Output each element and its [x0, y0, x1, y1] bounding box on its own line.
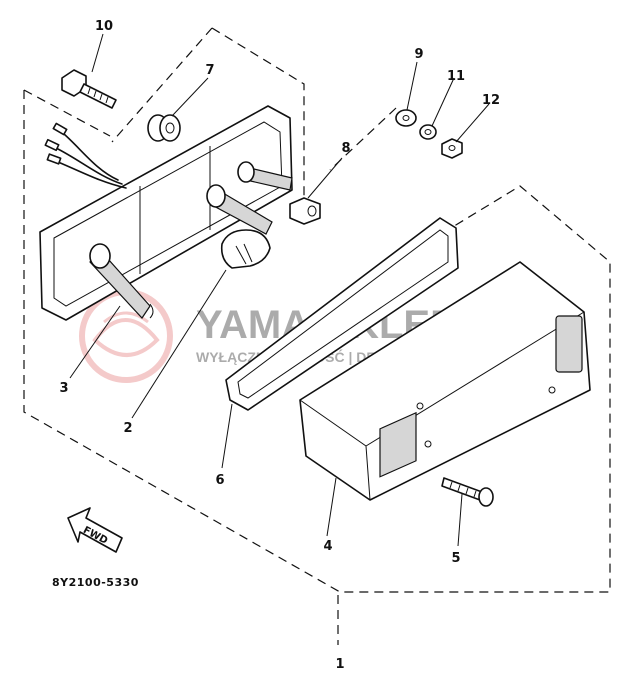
bolt-part	[61, 69, 117, 109]
callout-12: 12	[482, 93, 500, 108]
callout-11: 11	[447, 69, 465, 84]
nut-part	[441, 138, 463, 159]
callout-1: 1	[335, 657, 344, 672]
lens-part	[299, 261, 591, 501]
assembly-boundary	[23, 89, 611, 645]
drawing-code: 8Y2100-5330	[52, 576, 139, 589]
screw-part	[441, 477, 494, 507]
watermark-logo	[79, 289, 173, 383]
callout-2: 2	[123, 421, 132, 436]
grommet-part	[147, 114, 181, 142]
lock-washer-part	[419, 124, 437, 140]
callout-7: 7	[205, 63, 214, 78]
fwd-arrow-icon: FWD	[67, 507, 123, 553]
small-grommet-part	[289, 197, 321, 225]
callout-3: 3	[59, 381, 68, 396]
gasket-part	[225, 217, 459, 411]
callout-8: 8	[341, 141, 350, 156]
washer-part	[395, 109, 417, 127]
callout-10: 10	[95, 19, 113, 34]
callout-6: 6	[215, 473, 224, 488]
leader-lines	[69, 33, 490, 547]
lamp-base-housing	[39, 105, 293, 321]
callout-4: 4	[323, 539, 332, 554]
callout-5: 5	[451, 551, 460, 566]
bulb-part	[220, 229, 271, 269]
callout-9: 9	[414, 47, 423, 62]
callouts: 1 2 3 4 5 6 7 8 9 10 11 12	[59, 19, 500, 672]
